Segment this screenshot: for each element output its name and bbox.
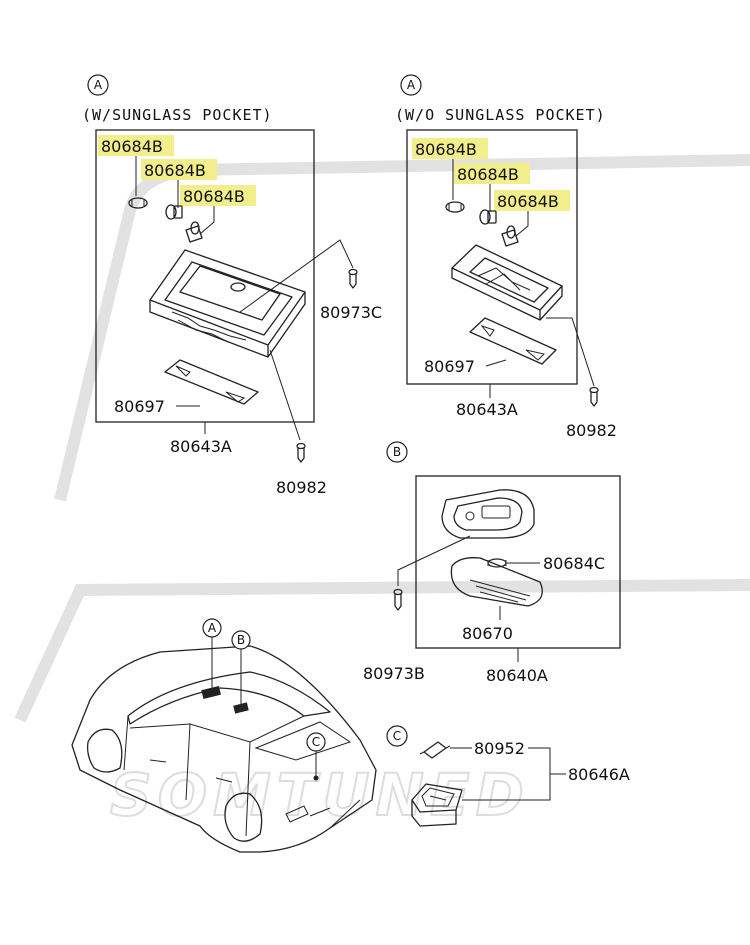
bulb-1-label: 80684B [101,137,163,156]
bulb-c-icon [419,741,451,759]
bulb-2b-label: 80684B [457,165,519,184]
view-caption-2: (W/O SUNGLASS POCKET) [395,106,606,124]
watermark-text: SOMTUNED [110,761,530,829]
car-callout-c-circle [306,732,326,752]
view-caption: (W/SUNGLASS POCKET) [82,106,273,124]
bulb-2b-icon [479,209,497,225]
bulb-2-label: 80684B [144,161,206,180]
view-a-with-sunglass-pocket: A (W/SUNGLASS POCKET) 80684B 80684B 8068… [82,74,382,497]
screw-b-label: 80973B [363,664,425,683]
leader-bulb-3 [199,206,215,235]
screw-bottom-icon [296,442,306,463]
highlight-bulb-2 [141,159,217,180]
callout-a-label: A [94,78,103,92]
screw-top-icon [348,268,358,289]
room-lamp-housing-with-pocket [149,249,306,358]
screw-bottom-label: 80982 [276,478,327,497]
vehicle-outline: A B C [71,618,377,853]
screw-top-label: 80973C [320,303,382,322]
car-callout-b-circle [231,630,251,650]
screw-b-icon [393,588,403,611]
callout-a-circle [87,74,109,96]
bulb-1b-label: 80684B [415,140,477,159]
assembly-frame-2 [406,129,578,385]
watermark-swoosh-lower [14,579,750,723]
lens-label: 80697 [114,397,165,416]
callout-a2-label: A [407,78,416,92]
car-callout-a-circle [202,618,222,638]
bulb-b-icon [487,558,507,568]
bulb-1b-icon [445,201,465,213]
leader-screw-b [397,535,471,586]
assembly-2-label: 80643A [456,400,518,419]
room-lamp-housing-without-pocket [451,244,563,321]
view-b: B 80684C 80670 80973B 80640A [363,441,621,685]
cargo-lamp-c-marker [313,775,319,781]
highlight-bulb-3b [494,190,570,211]
leader-lens-2 [485,359,507,367]
callout-c-circle [386,725,408,747]
leader-screw-top [239,239,354,313]
lens-2-label: 80697 [424,357,475,376]
assembly-b-label: 80640A [486,666,548,685]
cargo-lamp-housing [411,783,463,827]
leader-screw-bottom [269,349,301,441]
assembly-c-label: 80646A [568,765,630,784]
bulb-1-icon [128,197,148,209]
bulb-2-icon [165,204,183,220]
bulb-c-label: 80952 [474,739,525,758]
car-callout-b-label: B [237,633,245,647]
highlight-bulb-1 [98,135,174,156]
bulb-b-label: 80684C [543,554,605,573]
lens-icon [164,359,259,405]
assembly-label: 80643A [170,437,232,456]
watermark: SOMTUNED [14,154,750,830]
car-callout-c-label: C [312,735,320,749]
highlight-bulb-3 [180,185,256,206]
highlight-bulb-1b [412,138,488,159]
callout-c-label: C [393,729,401,743]
map-lamp-lens [450,557,543,607]
bulb-3-label: 80684B [183,187,245,206]
bulb-3b-label: 80684B [497,192,559,211]
callout-b-circle [386,441,408,463]
screw-2-icon [589,386,599,407]
leader-bulb-3b [515,211,529,237]
car-callout-a-label: A [208,621,217,635]
roof-lamp-a-marker [201,685,221,700]
highlight-bulb-2b [454,163,530,184]
bulb-3b-icon [501,225,519,247]
bulb-3-icon [185,221,203,243]
map-lamp-housing [441,489,535,539]
view-c: C 80952 80646A [386,725,630,827]
leader-screw-2 [546,317,595,387]
view-a-without-sunglass-pocket: A (W/O SUNGLASS POCKET) 80684B 80684B 80… [395,74,617,440]
callout-b-label: B [393,445,401,459]
screw-2-label: 80982 [566,421,617,440]
lens-2-icon [469,317,557,365]
callout-a2-circle [400,74,422,96]
roof-lamp-b-marker [233,702,249,714]
lens-b-label: 80670 [462,624,513,643]
